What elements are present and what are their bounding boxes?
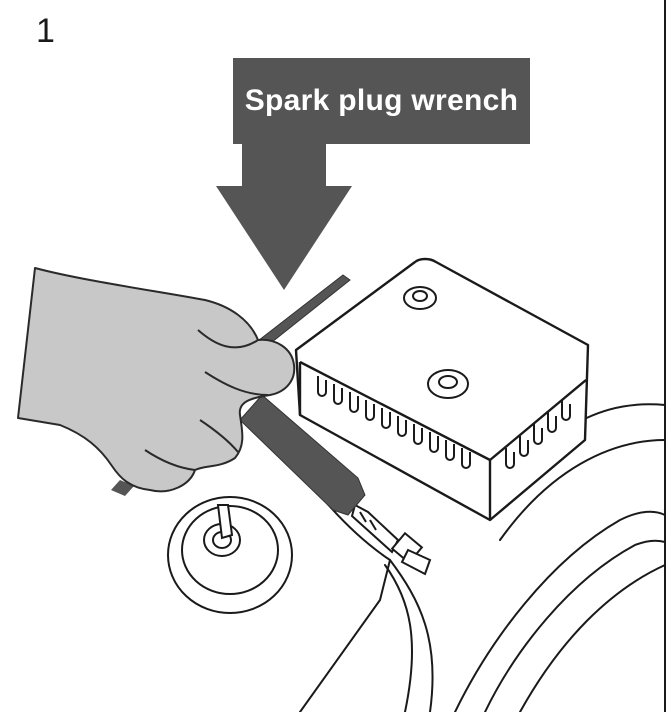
callout-label: Spark plug wrench <box>244 84 519 117</box>
fuel-cap <box>167 496 293 614</box>
cooling-fins <box>317 376 571 469</box>
step-number: 1 <box>36 12 55 50</box>
gloved-hand <box>17 267 296 493</box>
cover-bolts <box>403 286 469 399</box>
callout-arrow <box>216 58 530 290</box>
spark-plug-wrench <box>111 274 366 516</box>
engine-body <box>299 403 666 712</box>
spark-plug <box>350 503 432 576</box>
